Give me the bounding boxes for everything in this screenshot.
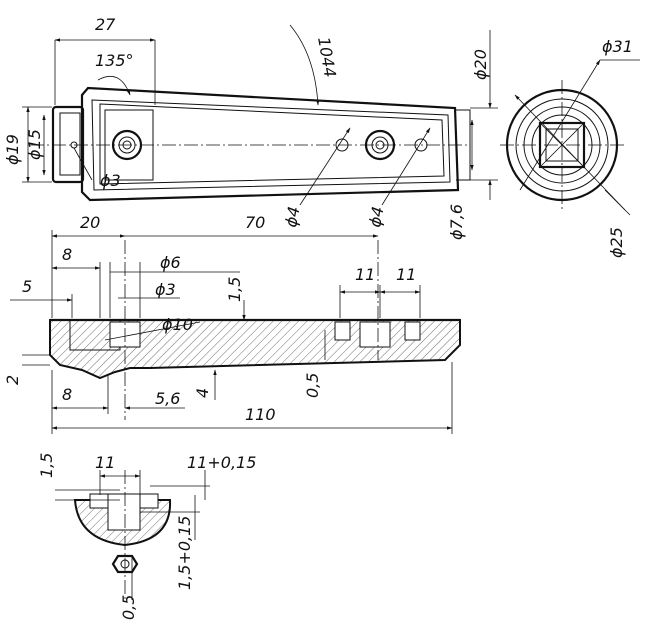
top-view-boss-2 xyxy=(364,129,396,161)
top-view-head xyxy=(51,105,85,184)
dim-radius-1044: 1044 xyxy=(314,35,340,78)
top-view-outline xyxy=(80,86,460,202)
end-view: ϕ31 ϕ25 xyxy=(500,37,640,258)
dim-11-plus-015: 11+0,15 xyxy=(187,453,256,472)
dim-5-6: 5,6 xyxy=(155,389,180,408)
dim-1-5-section: 1,5 xyxy=(37,453,56,478)
top-view-hole-2 xyxy=(414,138,428,152)
top-view: 27 135° 1044 ϕ19 ϕ15 ϕ3 ϕ4 ϕ4 ϕ20 ϕ7,6 xyxy=(3,15,498,240)
dim-phi7-6: ϕ7,6 xyxy=(447,204,466,240)
dim-phi3-top: ϕ3 xyxy=(100,171,121,190)
dim-5: 5 xyxy=(22,277,32,296)
dim-phi10: ϕ10 xyxy=(162,315,193,334)
section-view: 1,5 11 11+0,15 1,5+0,15 0,5 xyxy=(37,453,256,620)
dim-phi15: ϕ15 xyxy=(25,129,44,160)
dim-20: 20 xyxy=(80,213,100,232)
dim-phi4-a: ϕ4 xyxy=(281,205,303,229)
dim-8-bottom: 8 xyxy=(62,385,72,404)
top-view-boss-1 xyxy=(111,129,143,161)
top-view-hole-1 xyxy=(335,138,349,152)
dim-27: 27 xyxy=(95,15,116,34)
dim-110: 110 xyxy=(245,405,276,424)
dim-phi20: ϕ20 xyxy=(471,49,490,80)
dim-1-5-front: 1,5 xyxy=(225,277,244,302)
dim-phi6: ϕ6 xyxy=(160,253,181,272)
dim-0-5-front: 0,5 xyxy=(303,373,322,398)
front-view-body xyxy=(49,319,461,380)
dim-phi19: ϕ19 xyxy=(3,134,22,165)
dim-11-section: 11 xyxy=(95,453,115,472)
dim-0-5-section: 0,5 xyxy=(119,595,138,620)
dim-11-b: 11 xyxy=(396,265,416,284)
dim-phi3-front: ϕ3 xyxy=(155,280,176,299)
dim-angle-135: 135° xyxy=(95,51,134,70)
dim-phi31: ϕ31 xyxy=(602,37,633,56)
dim-phi4-b: ϕ4 xyxy=(365,205,387,229)
dim-2: 2 xyxy=(3,375,22,385)
dim-4: 4 xyxy=(193,388,212,398)
front-view: 20 70 8 5 ϕ6 ϕ3 1,5 11 11 ϕ10 xyxy=(3,213,461,434)
dim-phi25: ϕ25 xyxy=(607,227,626,258)
dim-70: 70 xyxy=(245,213,265,232)
dim-8-top: 8 xyxy=(62,245,72,264)
dim-1-5-plus-015: 1,5+0,15 xyxy=(175,516,194,590)
dim-11-a: 11 xyxy=(355,265,375,284)
